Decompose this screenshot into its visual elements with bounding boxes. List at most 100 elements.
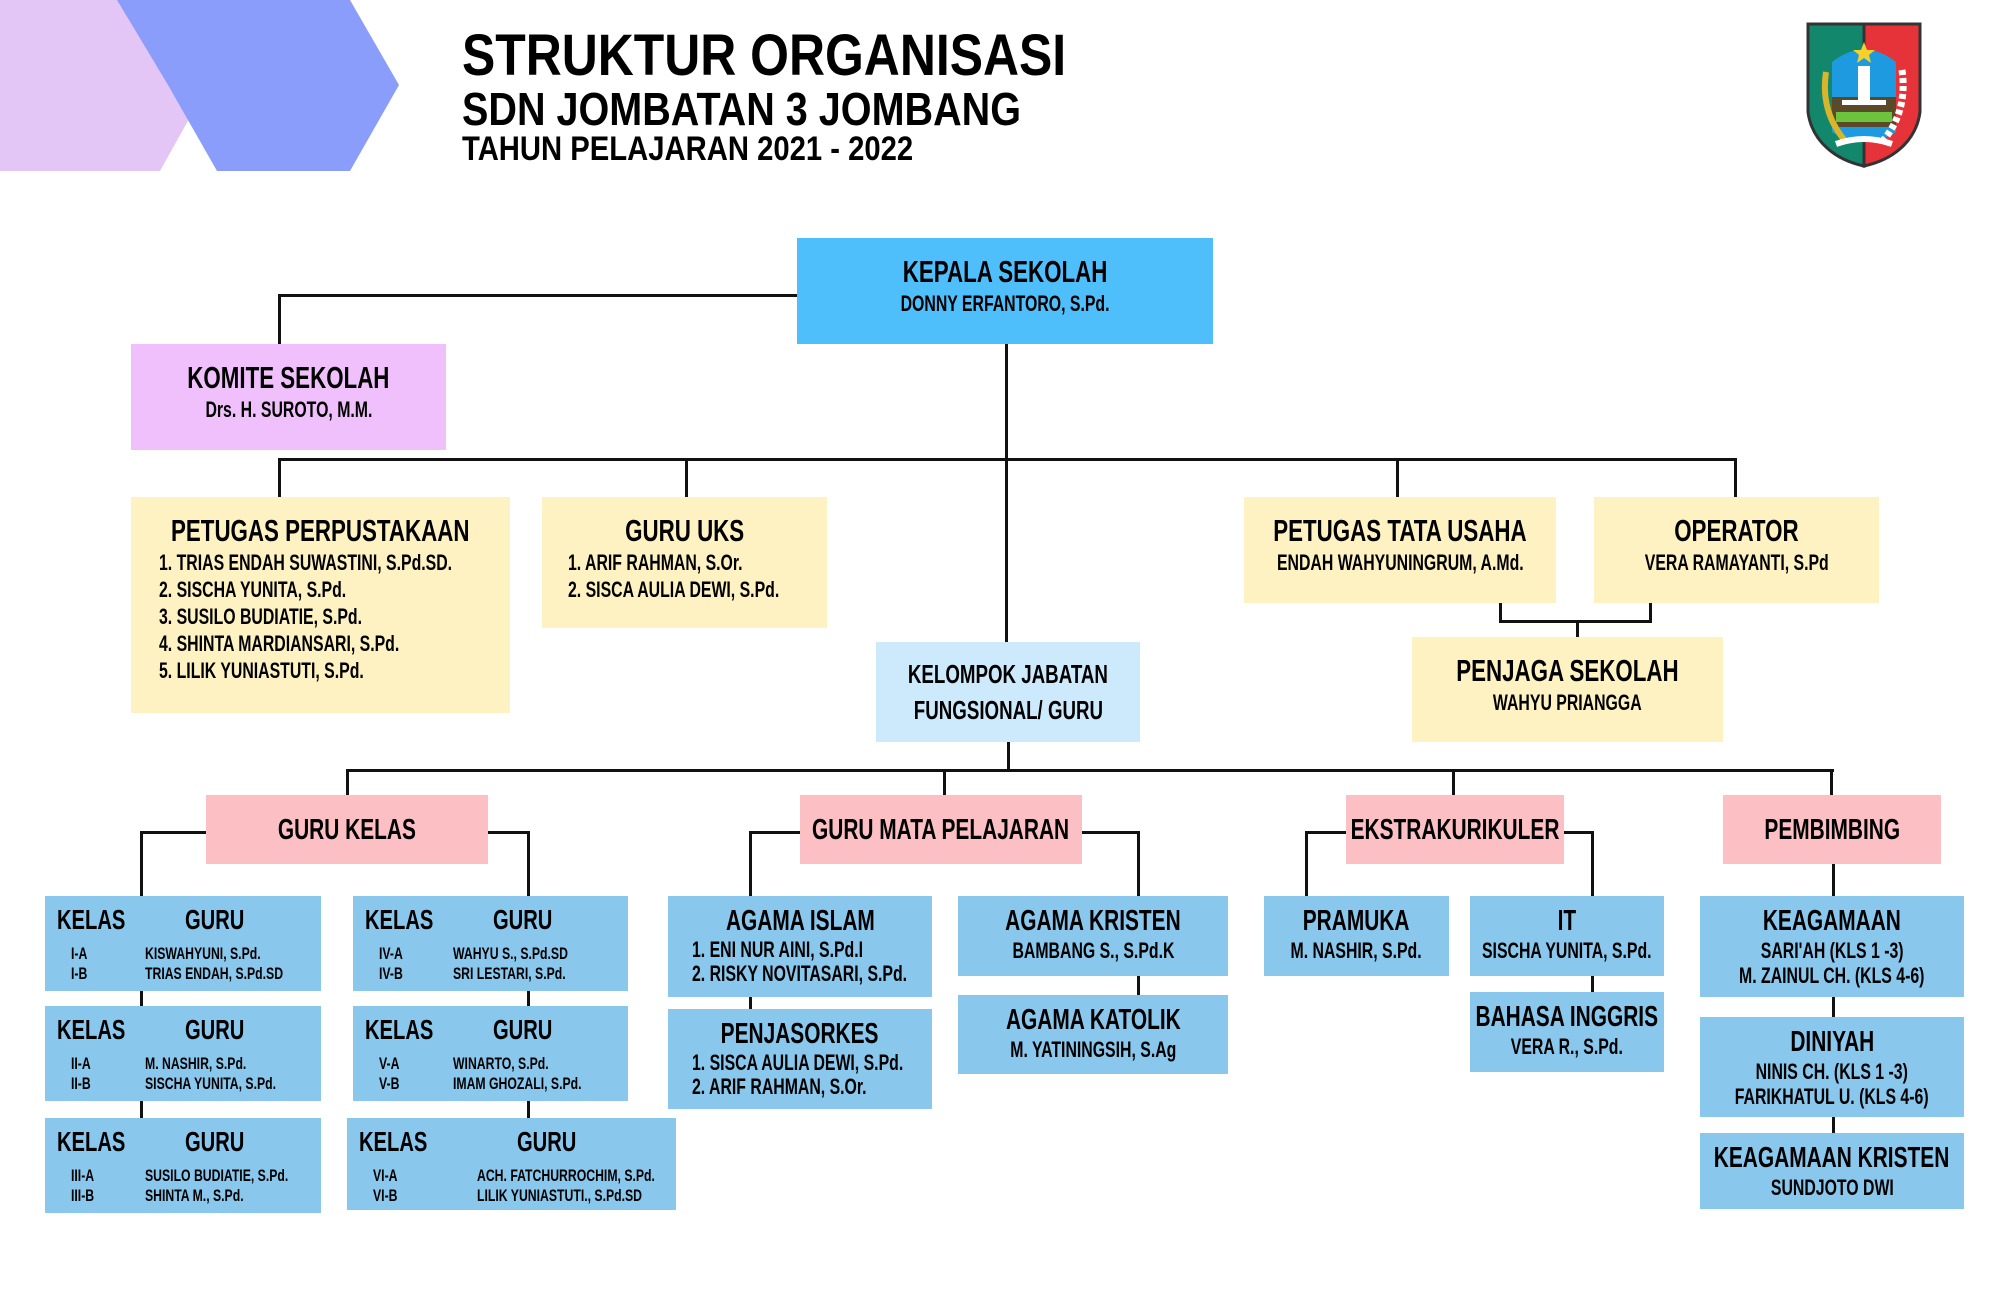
guru-header: GURU xyxy=(517,1126,577,1157)
komite-title: KOMITE SEKOLAH xyxy=(187,360,390,395)
penjaga-sekolah-box: PENJAGA SEKOLAH WAHYU PRIANGGA xyxy=(1412,637,1723,742)
kepala-name: DONNY ERFANTORO, S.Pd. xyxy=(900,291,1110,316)
kelas-header: KELAS xyxy=(57,904,126,935)
kelas-teacher: SRI LESTARI, S.Pd. xyxy=(453,964,566,983)
komite-sekolah-box: KOMITE SEKOLAH Drs. H. SUROTO, M.M. xyxy=(131,344,446,450)
unit-title: AGAMA KATOLIK xyxy=(1005,1004,1181,1036)
perpustakaan-box: PETUGAS PERPUSTAKAAN 1. TRIAS ENDAH SUWA… xyxy=(131,497,510,713)
kelas-teacher: SUSILO BUDIATIE, S.Pd. xyxy=(145,1166,289,1185)
uks-name: 1. ARIF RAHMAN, S.Or. xyxy=(568,550,743,575)
kelas-code: III-A xyxy=(71,1166,95,1185)
kelas-teacher: WINARTO, S.Pd. xyxy=(453,1054,549,1073)
penjaga-title: PENJAGA SEKOLAH xyxy=(1456,653,1679,688)
unit-member: SISCHA YUNITA, S.Pd. xyxy=(1482,938,1652,963)
guru-uks-box: GURU UKS 1. ARIF RAHMAN, S.Or. 2. SISCA … xyxy=(542,497,827,628)
kelas-code: IV-B xyxy=(379,964,403,983)
guru-header: GURU xyxy=(493,904,553,935)
operator-name: VERA RAMAYANTI, S.Pd xyxy=(1644,550,1829,575)
unit-member: BAMBANG S., S.Pd.K xyxy=(1012,938,1174,963)
unit-title: IT xyxy=(1557,905,1577,937)
year-text: TAHUN PELAJARAN 2021 - 2022 xyxy=(462,130,914,168)
operator-title: OPERATOR xyxy=(1674,513,1799,548)
unit-title: PRAMUKA xyxy=(1303,905,1410,937)
komite-name: Drs. H. SUROTO, M.M. xyxy=(205,397,372,422)
kepala-title: KEPALA SEKOLAH xyxy=(902,254,1108,289)
blue-hexagon xyxy=(117,0,399,171)
kelompok-line1: KELOMPOK JABATAN xyxy=(907,659,1109,689)
jombang-regency-logo xyxy=(1806,22,1922,168)
uks-title: GURU UKS xyxy=(624,513,745,548)
unit-member: 2. ARIF RAHMAN, S.Or. xyxy=(692,1074,867,1099)
unit-member: FARIKHATUL U. (KLS 4-6) xyxy=(1735,1084,1929,1109)
unit-title: BAHASA INGGRIS xyxy=(1475,1001,1659,1033)
unit-member: VERA R., S.Pd. xyxy=(1510,1034,1624,1059)
kelas-teacher: ACH. FATCHURROCHIM, S.Pd. xyxy=(477,1166,655,1185)
pembimbing-label: PEMBIMBING xyxy=(1764,813,1900,846)
kelas-teacher: TRIAS ENDAH, S.Pd.SD xyxy=(145,964,284,983)
kelas-code: VI-B xyxy=(373,1186,398,1205)
academic-year: TAHUN PELAJARAN 2021 - 2022 xyxy=(462,130,987,169)
unit-member: SARI'AH (KLS 1 -3) xyxy=(1760,938,1904,963)
unit-member: M. ZAINUL CH. (KLS 4-6) xyxy=(1739,963,1925,988)
unit-member: 1. SISCA AULIA DEWI, S.Pd. xyxy=(692,1050,904,1075)
kelas-code: I-A xyxy=(71,944,88,963)
kelas-header: KELAS xyxy=(365,1014,434,1045)
kelas-code: VI-A xyxy=(373,1166,398,1185)
perpustakaan-name: 1. TRIAS ENDAH SUWASTINI, S.Pd.SD. xyxy=(159,550,453,575)
kelas-teacher: SHINTA M., S.Pd. xyxy=(145,1186,244,1205)
kelas-teacher: LILIK YUNIASTUTI., S.Pd.SD xyxy=(477,1186,643,1205)
kelas-code: V-B xyxy=(379,1074,400,1093)
unit-title: AGAMA ISLAM xyxy=(725,905,875,937)
guru-header: GURU xyxy=(185,1014,245,1045)
chart-title: STRUKTUR ORGANISASI xyxy=(462,22,1164,89)
perpustakaan-name: 5. LILIK YUNIASTUTI, S.Pd. xyxy=(159,658,364,683)
unit-member: 2. RISKY NOVITASARI, S.Pd. xyxy=(692,961,908,986)
operator-box: OPERATOR VERA RAMAYANTI, S.Pd xyxy=(1594,497,1879,603)
guru-mapel-box: GURU MATA PELAJARAN xyxy=(800,795,1082,864)
uks-name: 2. SISCA AULIA DEWI, S.Pd. xyxy=(568,577,780,602)
kelas-header: KELAS xyxy=(365,904,434,935)
guru-kelas-box: GURU KELAS xyxy=(206,795,488,864)
ekstrakurikuler-box: EKSTRAKURIKULER xyxy=(1346,795,1564,864)
school-name: SDN JOMBATAN 3 JOMBANG xyxy=(462,82,1112,136)
guru-header: GURU xyxy=(185,904,245,935)
kelompok-jabatan-box: KELOMPOK JABATAN FUNGSIONAL/ GURU xyxy=(876,642,1140,742)
guru-mapel-label: GURU MATA PELAJARAN xyxy=(812,813,1070,846)
kelas-code: II-B xyxy=(71,1074,91,1093)
guru-kelas-label: GURU KELAS xyxy=(277,813,417,846)
pembimbing-box: PEMBIMBING xyxy=(1723,795,1941,864)
unit-member: M. YATININGSIH, S.Ag xyxy=(1009,1037,1177,1062)
kelas-teacher: KISWAHYUNI, S.Pd. xyxy=(145,944,261,963)
penjaga-name: WAHYU PRIANGGA xyxy=(1493,690,1642,715)
kelas-header: KELAS xyxy=(57,1126,126,1157)
kelas-teacher: M. NASHIR, S.Pd. xyxy=(145,1054,247,1073)
tata-usaha-title: PETUGAS TATA USAHA xyxy=(1273,513,1527,548)
kelas-code: II-A xyxy=(71,1054,91,1073)
title-text: STRUKTUR ORGANISASI xyxy=(462,23,1067,88)
kelas-teacher: SISCHA YUNITA, S.Pd. xyxy=(145,1074,277,1093)
decorative-hexagons xyxy=(0,0,399,171)
tata-usaha-name: ENDAH WAHYUNINGRUM, A.Md. xyxy=(1276,550,1524,575)
guru-header: GURU xyxy=(185,1126,245,1157)
perpustakaan-title: PETUGAS PERPUSTAKAAN xyxy=(171,513,470,548)
unit-member: 1. ENI NUR AINI, S.Pd.I xyxy=(692,937,864,962)
kelas-header: KELAS xyxy=(359,1126,428,1157)
kelas-teacher: IMAM GHOZALI, S.Pd. xyxy=(453,1074,582,1093)
unit-title: AGAMA KRISTEN xyxy=(1005,905,1181,937)
kelas-code: III-B xyxy=(71,1186,95,1205)
kelas-code: IV-A xyxy=(379,944,403,963)
